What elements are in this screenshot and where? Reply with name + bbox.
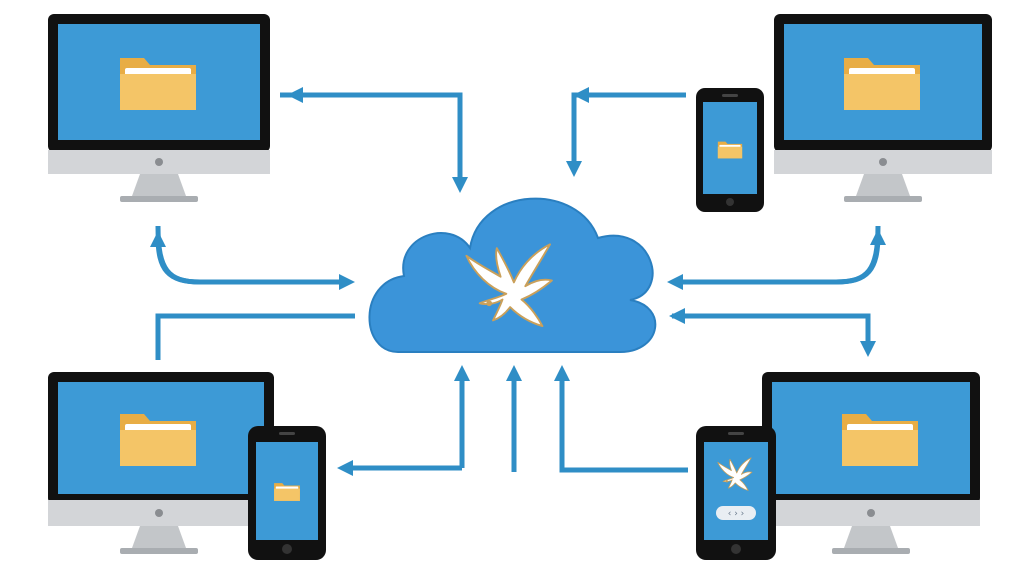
cloud-hub [368, 197, 657, 353]
connection-arrows [150, 87, 886, 476]
folder-icon [120, 58, 196, 110]
arrow-top-left-to-cloud [280, 92, 468, 193]
desktop-top-right [774, 14, 992, 202]
folder-icon [120, 414, 196, 466]
arrow-top-right-to-cloud [566, 92, 686, 177]
folder-icon [842, 414, 918, 466]
arrow-left-to-cloud [155, 225, 355, 290]
arrow-cloud-to-top-left [287, 87, 463, 175]
phone-bottom-right: ‹ › › [696, 426, 776, 560]
arrow-bottom-right-to-cloud [554, 365, 688, 473]
arrow-right-to-cloud [667, 225, 881, 290]
folder-icon [274, 483, 300, 501]
desktop-bottom-right [762, 372, 980, 554]
phone-app-pill [716, 506, 756, 520]
folder-icon [844, 58, 920, 110]
arrow-cloud-to-bottom-right [672, 313, 876, 357]
phone-bottom-left [248, 426, 326, 560]
folder-icon [717, 141, 743, 159]
arrow-cloud-to-left-desktop [150, 231, 280, 285]
arrow-cloud-to-right-desktop [760, 229, 886, 285]
phone-top-right [696, 88, 764, 212]
arrow-cloud-to-bottom-left [155, 313, 355, 360]
desktop-bottom-left [48, 372, 274, 554]
phone-app-label: ‹ › › [728, 509, 745, 519]
desktop-top-left [48, 14, 270, 202]
